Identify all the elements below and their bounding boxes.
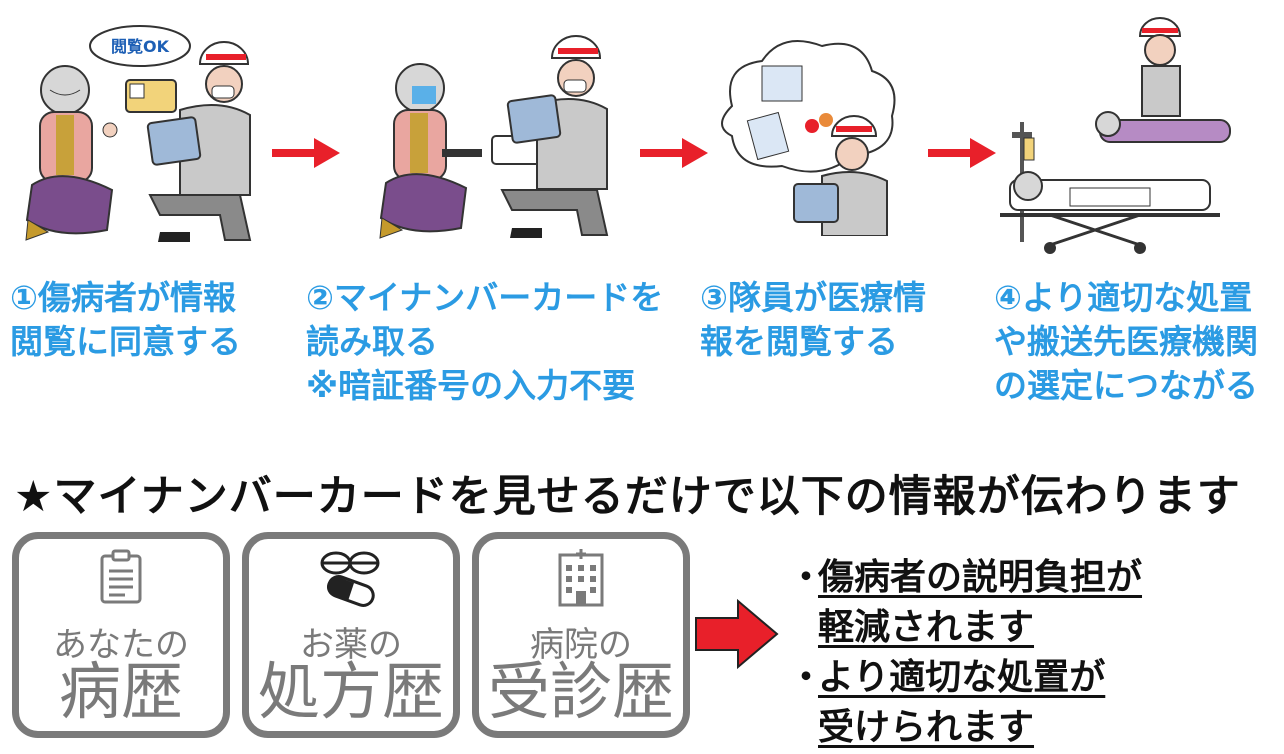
bubble-label: 閲覧OK <box>111 37 170 56</box>
step-3-line-1: ③隊員が医療情 <box>700 278 926 317</box>
step-4-text: ④より適切な処置 や搬送先医療機関 の選定につながる <box>994 276 1258 408</box>
benefit-1-line-1: 傷病者の説明負担が <box>818 557 1143 598</box>
card-2-big: 処方歴 <box>257 655 444 728</box>
benefit-2: ・より適切な処置が <box>788 648 1105 700</box>
benefit-1-line-2: 軽減されます <box>818 607 1035 648</box>
step-3-text: ③隊員が医療情 報を閲覧する <box>700 276 926 364</box>
step-4-line-2: や搬送先医療機関 <box>994 322 1258 361</box>
card-medical-history: あなたの 病歴 <box>12 532 230 738</box>
benefit-2-line-2: 受けられます <box>818 707 1035 748</box>
illustration-consent: 閲覧OK <box>25 25 252 242</box>
card-1-small: あなたの <box>53 625 189 665</box>
step-2-text: ②マイナンバーカードを 読み取る ※暗証番号の入力不要 <box>306 276 663 408</box>
step-3-line-2: 報を閲覧する <box>700 322 898 361</box>
illustration-transport <box>1000 17 1231 254</box>
card-3-big: 受診歴 <box>487 655 674 728</box>
benefit-2-line-1: より適切な処置が <box>818 657 1106 698</box>
step-1-line-1: ①傷病者が情報 <box>10 278 236 317</box>
step-4-line-1: ④より適切な処置 <box>994 278 1253 317</box>
benefit-1-cont: 軽減されます <box>788 598 1034 650</box>
card-1-big: 病歴 <box>58 655 183 728</box>
illustration-info-viewing <box>721 40 896 236</box>
step-1-line-2: 閲覧に同意する <box>10 322 241 361</box>
benefit-1: ・傷病者の説明負担が <box>788 548 1142 600</box>
result-arrow <box>695 598 779 670</box>
benefit-2-bullet: ・ <box>788 657 825 698</box>
illustration-card-reading <box>379 35 609 239</box>
card-3-small: 病院の <box>530 625 632 665</box>
pills-icon <box>320 551 380 607</box>
step-2-line-3: ※暗証番号の入力不要 <box>306 366 636 405</box>
step-2-line-1: ②マイナンバーカードを <box>306 278 664 317</box>
headline: ★マイナンバーカードを見せるだけで以下の情報が伝わります <box>14 472 1241 522</box>
card-visit-history: 病院の 受診歴 <box>472 532 690 738</box>
step-arrow-2 <box>640 138 708 168</box>
step-1-text: ①傷病者が情報 閲覧に同意する <box>10 276 241 364</box>
clipboard-icon <box>100 549 142 604</box>
card-2-small: お薬の <box>300 625 402 665</box>
step-arrow-1 <box>272 138 340 168</box>
step-4-line-3: の選定につながる <box>994 366 1258 405</box>
step-2-line-2: 読み取る <box>306 322 438 361</box>
benefit-2-cont: 受けられます <box>788 698 1034 750</box>
step-arrow-3 <box>928 138 996 168</box>
hospital-icon <box>558 549 604 607</box>
benefit-1-bullet: ・ <box>788 557 825 598</box>
card-prescription-history: お薬の 処方歴 <box>242 532 460 738</box>
